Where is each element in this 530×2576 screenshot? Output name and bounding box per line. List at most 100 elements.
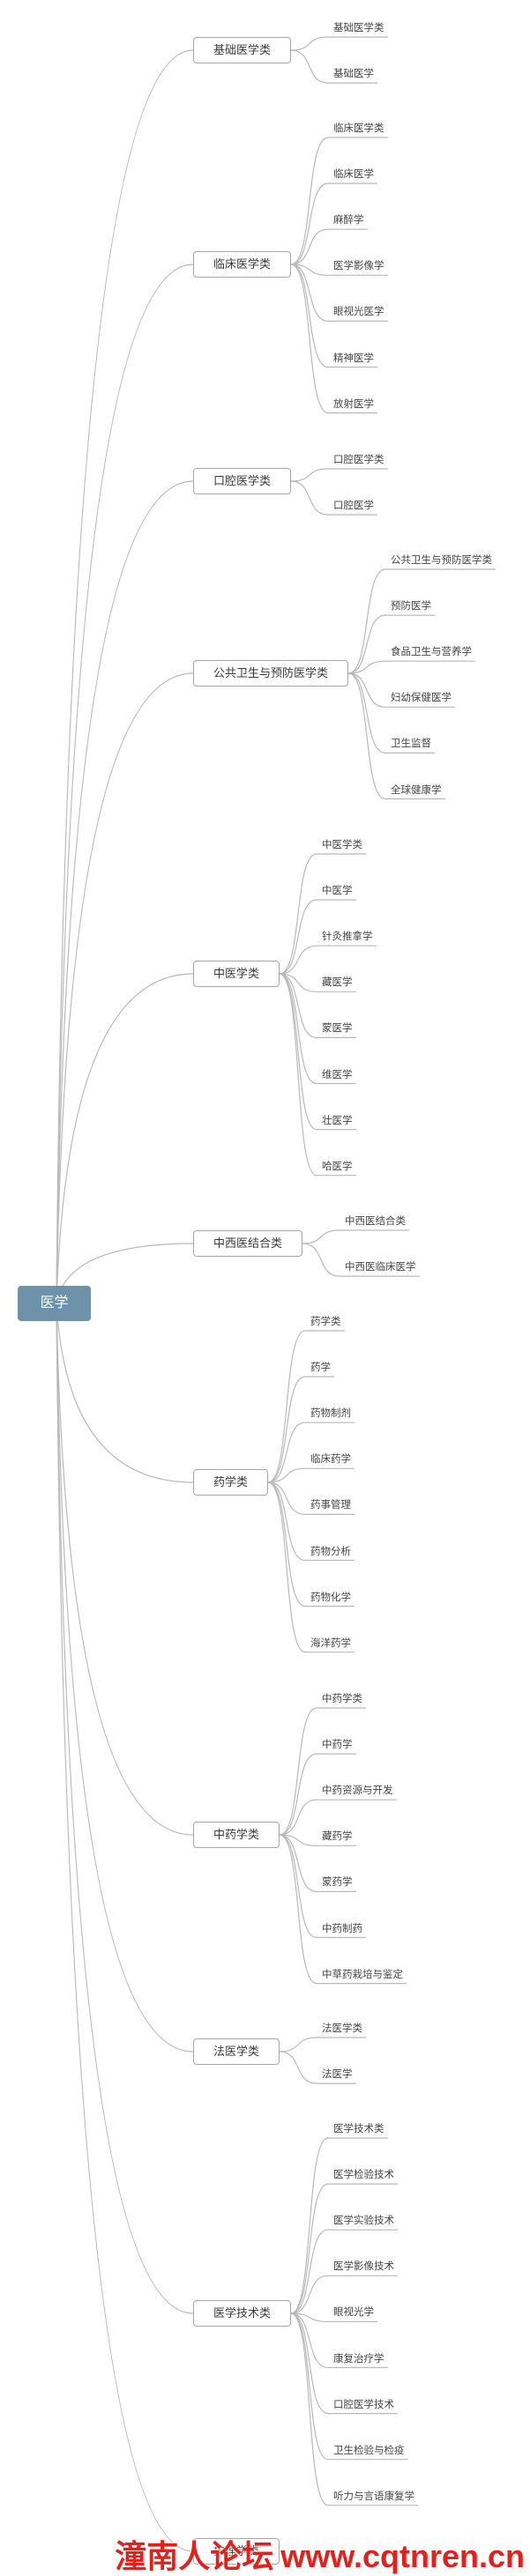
category-topic-label: 护理学类 (213, 2544, 260, 2557)
subtopic: 临床药学 (310, 1454, 351, 1466)
category-topic: 中药学类 (193, 1822, 280, 1848)
watermark-url: www.cqtnren.cn (280, 2538, 525, 2574)
subtopic-connector-line (347, 614, 435, 674)
subtopic-connector-line (290, 2312, 388, 2369)
subtopic: 医学实验技术 (333, 2216, 394, 2227)
subtopic-connector-line (290, 468, 388, 482)
subtopic: 法医学 (322, 2069, 353, 2081)
subtopic-connector-line (290, 2275, 398, 2314)
subtopic-connector-line (279, 1753, 356, 1836)
root-connector-line (56, 49, 194, 1304)
subtopic-connector-line (290, 36, 388, 51)
subtopic: 医学检验技术 (333, 2170, 394, 2181)
root-connector-line (56, 973, 194, 1304)
subtopic: 妇幼保健医学 (391, 693, 452, 704)
subtopic-connector-line (290, 264, 388, 276)
category-topic: 基础医学类 (193, 37, 292, 63)
subtopic: 医学技术类 (333, 2124, 384, 2134)
subtopic: 维医学 (322, 1069, 353, 1080)
subtopic: 基础医学 (333, 69, 374, 80)
subtopic-connector-line (267, 1467, 355, 1483)
subtopic: 基础医学类 (333, 23, 384, 33)
subtopic-connector-line (290, 264, 377, 368)
subtopic-connector-line (290, 182, 377, 265)
subtopic: 法医学类 (322, 2023, 362, 2034)
subtopic-connector-line (279, 945, 377, 975)
subtopic-connector-line (279, 2051, 356, 2084)
subtopic: 预防医学 (391, 601, 431, 612)
subtopic-connector-line (290, 2312, 418, 2506)
subtopic-connector-line (347, 672, 445, 800)
root-topic-label: 医学 (40, 1295, 69, 1310)
subtopic: 蒙药学 (322, 1877, 353, 1889)
subtopic-connector-line (279, 1834, 356, 1892)
subtopic: 口腔医学 (333, 501, 374, 512)
root-connector-line (56, 1303, 194, 1836)
category-topic-label: 基础医学类 (213, 43, 272, 56)
subtopic: 藏药学 (322, 1831, 353, 1843)
subtopic: 海洋药学 (310, 1637, 351, 1649)
root-connector-line (56, 1303, 194, 2314)
subtopic-connector-line (347, 568, 496, 674)
subtopic: 壮医学 (322, 1115, 353, 1126)
root-connector-line (56, 264, 194, 1304)
subtopic-connector-line (290, 2312, 408, 2461)
subtopic: 听力与言语康复学 (333, 2491, 414, 2502)
subtopic-connector-line (290, 264, 388, 322)
category-topic-label: 临床医学类 (213, 257, 272, 271)
subtopic: 药事管理 (310, 1500, 351, 1511)
subtopic-connector-line (347, 660, 475, 674)
subtopic: 药物制剂 (310, 1408, 351, 1420)
category-topic: 临床医学类 (193, 251, 292, 278)
subtopic-connector-line (290, 2229, 398, 2314)
subtopic: 口腔医学技术 (333, 2399, 394, 2410)
subtopic-connector-line (290, 2183, 398, 2314)
subtopic: 精神医学 (333, 353, 374, 364)
category-topic: 中医学类 (193, 961, 280, 987)
subtopic-connector-line (267, 1376, 334, 1483)
subtopic-connector-line (279, 1799, 397, 1836)
category-topic: 护理学类 (193, 2538, 280, 2565)
subtopic: 临床医学类 (333, 123, 384, 134)
category-topic: 医学技术类 (193, 2300, 292, 2327)
subtopic-connector-line (279, 973, 356, 992)
root-connector-line (56, 1303, 194, 2053)
subtopic: 蒙医学 (322, 1023, 353, 1035)
subtopic-connector-line (279, 2037, 366, 2053)
subtopic-connector-line (290, 137, 388, 265)
subtopic: 药物分析 (310, 1546, 351, 1557)
category-topic: 口腔医学类 (193, 468, 292, 494)
category-topic: 法医学类 (193, 2038, 280, 2065)
subtopic-connector-line (279, 1834, 366, 1939)
subtopic-connector-line (302, 1243, 420, 1277)
subtopic: 麻醉学 (333, 215, 364, 226)
subtopic-connector-line (267, 1330, 345, 1483)
subtopic: 放射医学 (333, 398, 374, 410)
subtopic: 卫生检验与检疫 (333, 2445, 405, 2456)
subtopic: 中药学 (322, 1740, 353, 1751)
subtopic-connector-line (302, 1229, 409, 1244)
subtopic: 中医学类 (322, 840, 362, 850)
category-topic-label: 法医学类 (213, 2045, 260, 2058)
subtopic: 食品卫生与营养学 (391, 647, 472, 658)
subtopic: 针灸推拿学 (322, 932, 373, 943)
subtopic-connector-line (279, 1834, 356, 1846)
subtopic: 眼视光医学 (333, 307, 384, 318)
category-topic: 中西医结合类 (193, 1230, 303, 1257)
subtopic-connector-line (267, 1481, 355, 1653)
category-topic-label: 中西医结合类 (213, 1236, 283, 1250)
subtopic-connector-line (290, 228, 368, 265)
subtopic-connector-line (279, 853, 366, 975)
subtopic: 口腔医学类 (333, 455, 384, 465)
subtopic: 医学影像技术 (333, 2261, 394, 2273)
category-topic-label: 药学类 (213, 1475, 249, 1488)
watermark-site-name: 潼南人论坛 (115, 2538, 274, 2574)
subtopic: 中西医结合类 (345, 1216, 406, 1227)
subtopic: 眼视光学 (333, 2307, 374, 2319)
root-connector-line (56, 1303, 194, 2552)
subtopic-connector-line (279, 1707, 366, 1836)
subtopic: 中草药栽培与鉴定 (322, 1969, 403, 1980)
category-topic-label: 口腔医学类 (213, 474, 272, 487)
